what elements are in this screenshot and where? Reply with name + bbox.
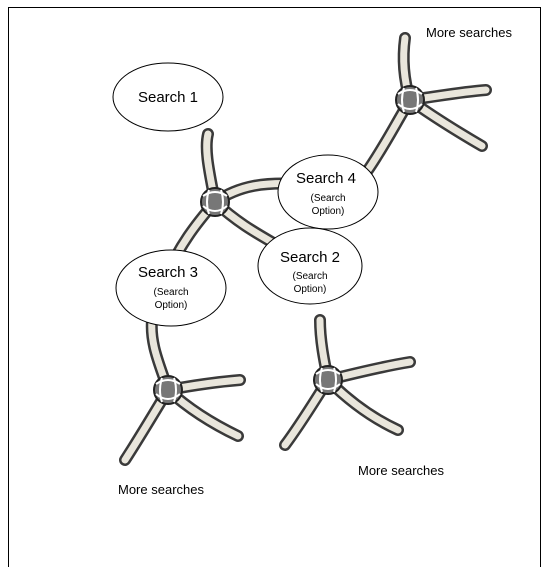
caption-more-searches-bottom-middle: More searches: [358, 463, 444, 478]
node-search-4-subtitle-1: (Search: [310, 193, 345, 204]
caption-more-searches-bottom-left: More searches: [118, 482, 204, 497]
knot-bottom-middle: [313, 365, 343, 395]
node-search-3-title: Search 3: [138, 264, 198, 281]
node-search-3: Search 3 (Search Option): [115, 249, 227, 327]
node-search-4-title: Search 4: [296, 170, 356, 187]
node-search-3-subtitle-2: Option): [155, 300, 188, 311]
node-search-4-subtitle-2: Option): [312, 206, 345, 217]
node-search-2-title: Search 2: [280, 249, 340, 266]
knot-center: [200, 187, 230, 217]
knot-bottom-left: [153, 375, 183, 405]
node-search-3-subtitle-1: (Search: [153, 287, 188, 298]
node-search-4: Search 4 (Search Option): [277, 154, 379, 230]
caption-more-searches-top-right: More searches: [426, 25, 512, 40]
knot-top-right: [395, 85, 425, 115]
node-search-2-subtitle-2: Option): [294, 284, 327, 295]
node-search-1-title: Search 1: [138, 89, 198, 106]
node-search-2: Search 2 (Search Option): [257, 227, 363, 305]
node-search-1: Search 1: [112, 62, 224, 132]
node-search-2-subtitle-1: (Search: [292, 271, 327, 282]
